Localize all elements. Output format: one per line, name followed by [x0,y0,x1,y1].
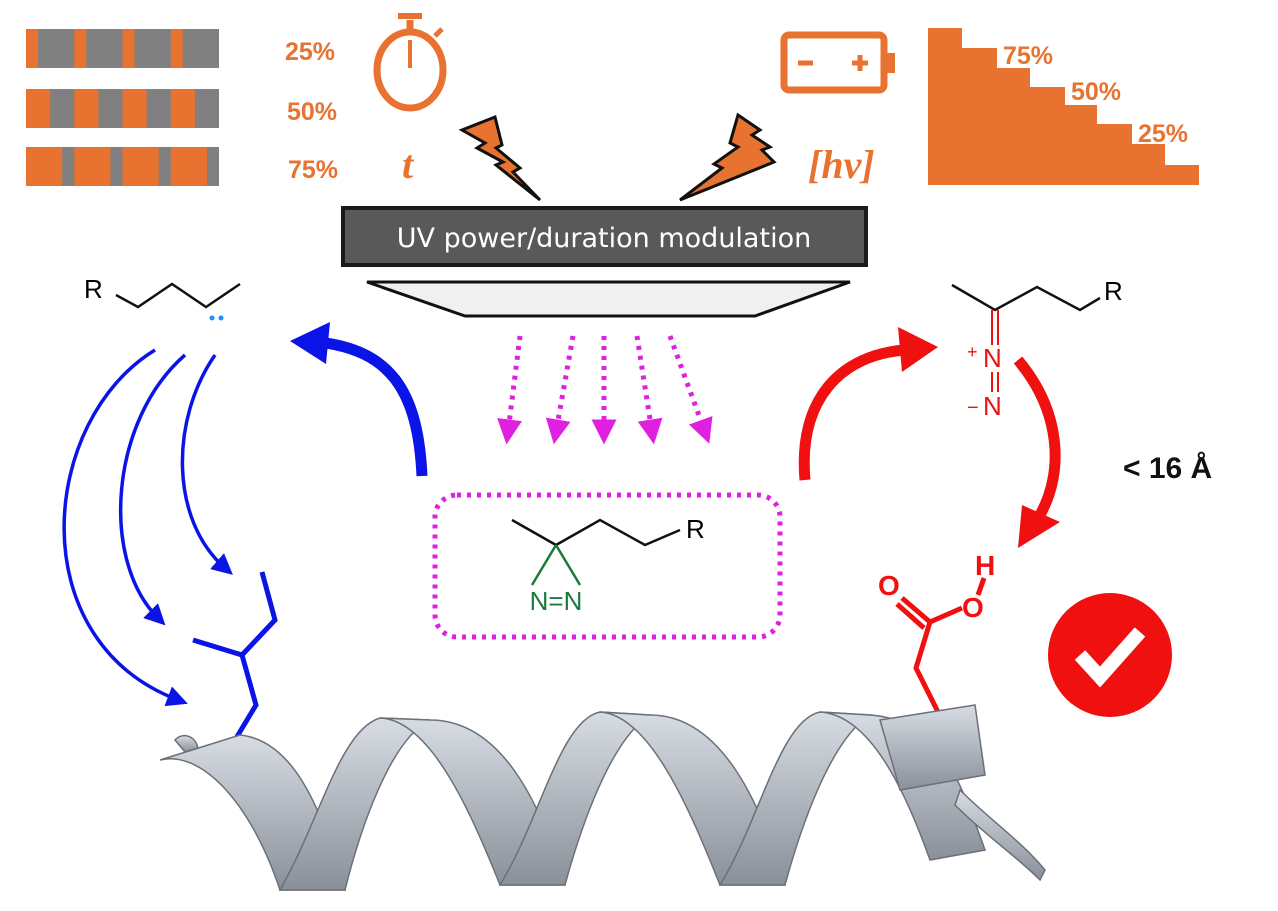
duty-pulse [170,89,195,128]
diazo-structure [951,283,1101,312]
carboxylic-acid-structure [895,577,987,714]
lightning-bolt-icon [458,114,542,202]
red-arrowhead [1018,505,1060,548]
diazo-minus: − [967,397,979,419]
staircase-label-50: 50% [1071,78,1121,106]
acid-o1: O [878,570,900,601]
blue-carbene-arrow [317,336,428,477]
uv-lamp-lens [366,280,851,318]
duty-cycle-bars [26,29,219,186]
diazo-n2: N [983,391,1002,421]
red-labeling-arrow [1013,356,1061,518]
diazirine-box [432,492,783,640]
power-symbol: [hν] [808,142,875,187]
duty-label-75: 75% [288,156,338,184]
duty-pulse [74,29,87,68]
duty-pulse [122,147,159,186]
duty-pulse [74,89,99,128]
duty-pulse [122,29,135,68]
duty-pulse [170,147,207,186]
duty-pulse [26,29,39,68]
duty-pulse [26,147,63,186]
carbene-r-label: R [84,274,103,304]
blue-arrowhead [290,322,330,364]
uv-modulation-label: UV power/duration modulation [397,223,811,254]
duty-pulse [122,89,147,128]
lone-pair-dot [218,315,224,321]
stopwatch-icon [373,13,447,112]
diazo-plus: + [967,342,978,362]
nonspecific-labeling-arrows [62,348,233,707]
diazirine-r-label: R [686,514,705,544]
distance-label: < 16 Å [1123,452,1212,485]
staircase-label-25: 25% [1138,120,1188,148]
uv-modulation-box [341,206,868,267]
power-staircase [928,28,1199,185]
acid-h: H [975,550,995,581]
diazirine-ring-label: N=N [530,586,583,616]
check-circle-icon [1048,593,1172,717]
lightning-bolt-icon [679,112,777,202]
diazirine-structure [511,518,681,586]
staircase-label-75: 75% [1003,42,1053,70]
protein-helix [159,704,1046,891]
diazo-r-label: R [1104,276,1123,306]
carbene-structure [115,282,241,309]
time-symbol: t [402,142,415,187]
battery-icon [780,31,895,94]
diazo-n1: N [983,343,1002,373]
uv-light-arrows [497,335,713,445]
lone-pair-dot [209,315,215,321]
acid-o2: O [962,592,984,623]
red-arrowhead [898,327,938,372]
red-diazo-arrow [798,344,906,481]
duty-pulse [170,29,183,68]
duty-label-25: 25% [285,38,335,66]
duty-pulse [26,89,51,128]
duty-pulse [74,147,111,186]
side-chain-blue [192,571,278,747]
duty-label-50: 50% [287,98,337,126]
